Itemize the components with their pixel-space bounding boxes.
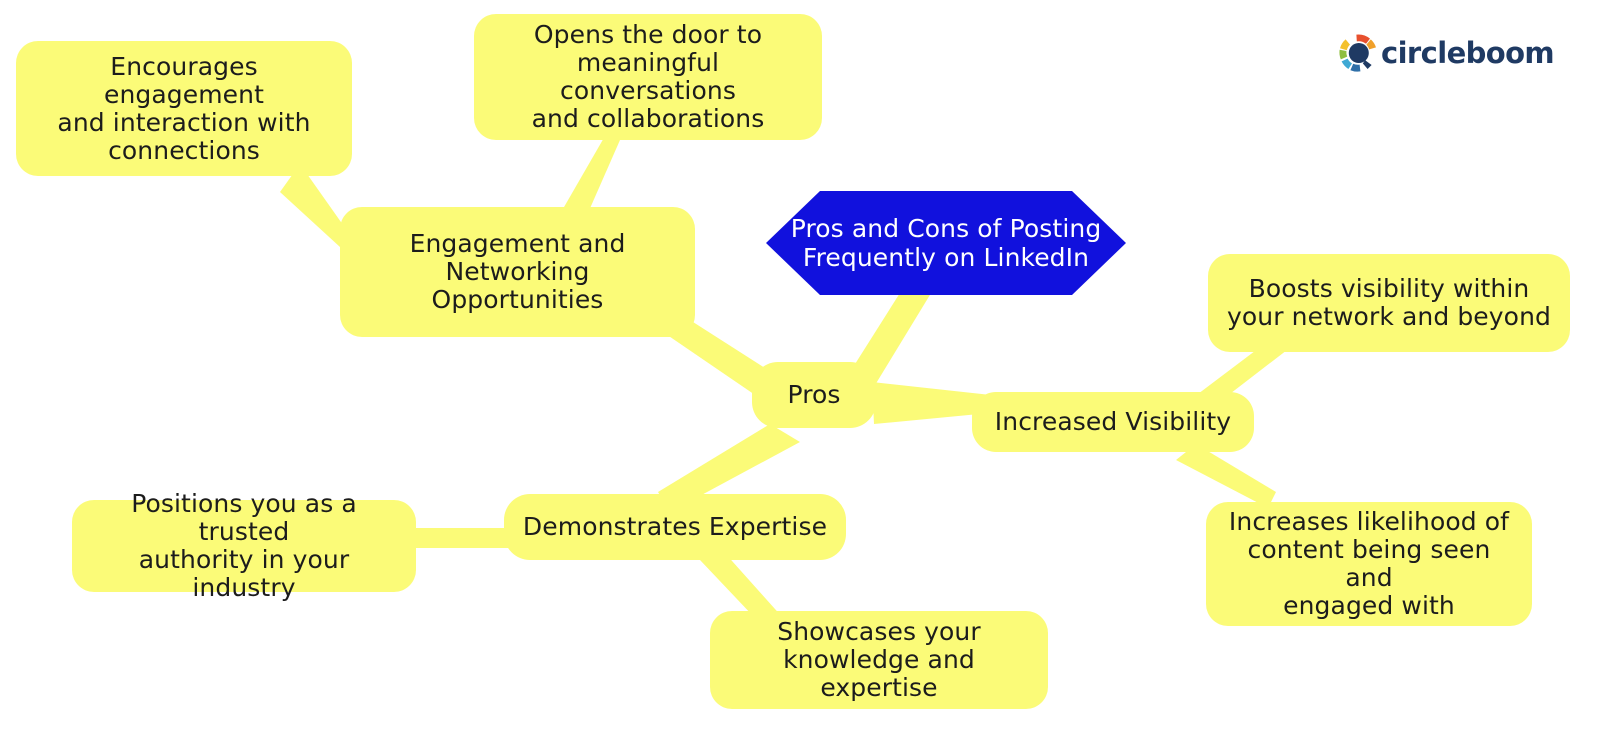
edge-pros-to-engagement: [660, 306, 780, 412]
branch-node-pros-label: Pros: [787, 380, 841, 409]
topic-node-engagement-label: Engagement and Networking Opportunities: [409, 229, 626, 314]
edge-pros-to-expertise: [658, 424, 800, 512]
leaf-node-positions-authority-label: Positions you as a trusted authority in …: [131, 489, 357, 602]
leaf-node-opens-door-label: Opens the door to meaningful conversatio…: [531, 20, 765, 133]
edge-engagement-to-encourages: [280, 164, 352, 258]
leaf-node-showcases-knowledge[interactable]: Showcases your knowledge and expertise: [710, 611, 1048, 709]
brand-logo[interactable]: circleboom: [1338, 32, 1555, 74]
topic-node-engagement[interactable]: Engagement and Networking Opportunities: [340, 207, 695, 337]
circleboom-logo-icon: [1339, 34, 1376, 72]
leaf-node-boosts-visibility-label: Boosts visibility within your network an…: [1227, 274, 1551, 331]
branch-node-pros[interactable]: Pros: [752, 362, 876, 428]
edge-expertise-to-positions: [414, 528, 520, 548]
leaf-node-positions-authority[interactable]: Positions you as a trusted authority in …: [72, 490, 416, 602]
root-node[interactable]: Pros and Cons of Posting Frequently on L…: [766, 191, 1126, 295]
topic-node-increased-visibility[interactable]: Increased Visibility: [972, 392, 1254, 452]
leaf-node-increases-likelihood-label: Increases likelihood of content being se…: [1228, 507, 1510, 620]
edge-engagement-to-opensdoor: [560, 136, 620, 222]
leaf-node-encourages-engagement-label: Encourages engagement and interaction wi…: [57, 51, 311, 165]
brand-wordmark: circleboom: [1381, 35, 1555, 70]
topic-node-demonstrates-expertise[interactable]: Demonstrates Expertise: [504, 494, 846, 560]
leaf-node-increases-likelihood[interactable]: Increases likelihood of content being se…: [1206, 502, 1532, 626]
edge-root-to-pros: [850, 285, 936, 390]
topic-node-increased-visibility-label: Increased Visibility: [994, 407, 1232, 436]
leaf-node-opens-door[interactable]: Opens the door to meaningful conversatio…: [474, 14, 822, 140]
edge-pros-to-visibility: [872, 382, 1000, 424]
leaf-node-boosts-visibility[interactable]: Boosts visibility within your network an…: [1208, 254, 1570, 352]
edge-visibility-to-likelihood: [1176, 444, 1276, 508]
leaf-node-showcases-knowledge-label: Showcases your knowledge and expertise: [777, 617, 981, 702]
topic-node-demonstrates-expertise-label: Demonstrates Expertise: [522, 512, 828, 541]
leaf-node-encourages-engagement[interactable]: Encourages engagement and interaction wi…: [16, 41, 352, 176]
root-node-label: Pros and Cons of Posting Frequently on L…: [790, 214, 1102, 272]
